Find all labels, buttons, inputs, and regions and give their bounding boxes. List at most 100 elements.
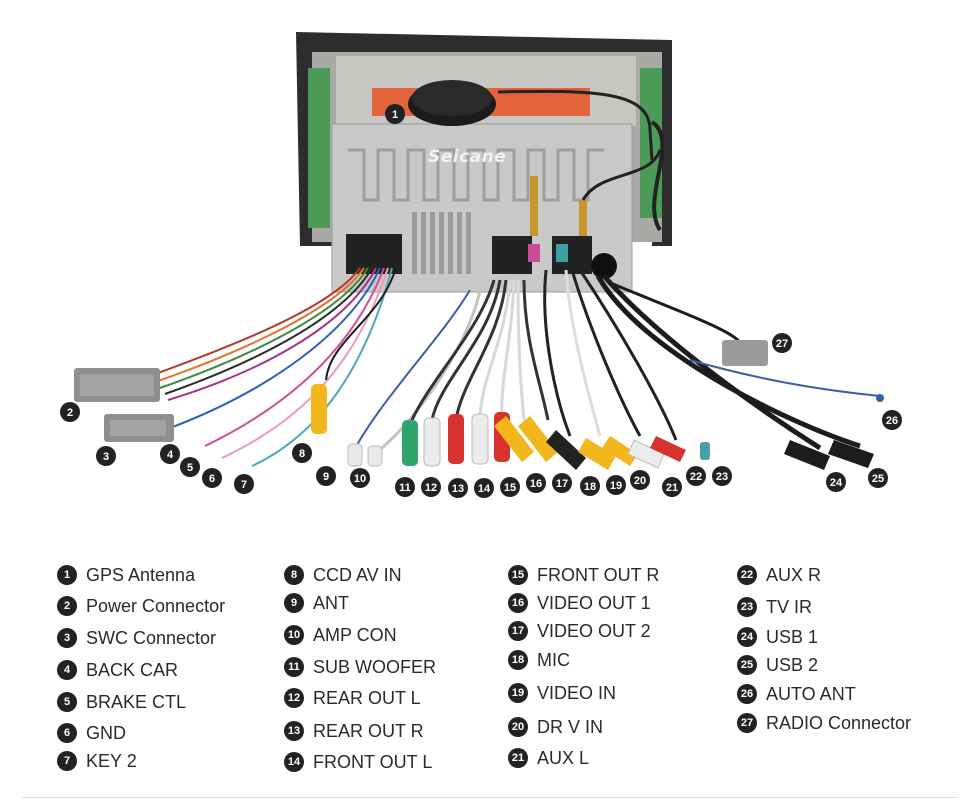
callout-13: 13: [448, 478, 468, 498]
radio-unit: Seicane: [296, 32, 672, 293]
callout-20: 20: [630, 470, 650, 490]
legend-label: VIDEO OUT 1: [537, 592, 651, 613]
radio-plug: [722, 340, 768, 366]
callout-15: 15: [500, 477, 520, 497]
svg-text:12: 12: [425, 482, 437, 494]
svg-text:11: 11: [399, 482, 411, 494]
callout-22: 22: [686, 466, 706, 486]
legend-number-badge: 3: [57, 628, 77, 648]
svg-text:15: 15: [504, 482, 516, 494]
callout-5: 5: [180, 457, 200, 477]
power-plug: [74, 368, 160, 402]
legend-label: VIDEO IN: [537, 682, 617, 703]
legend-number-badge: 2: [57, 596, 77, 616]
legend-number-badge: 27: [737, 713, 757, 733]
legend-number-badge: 12: [284, 688, 304, 708]
brand-watermark: Seicane: [428, 147, 506, 167]
legend-number-badge: 25: [737, 655, 757, 675]
svg-text:26: 26: [886, 415, 898, 427]
legend-label: FRONT OUT R: [537, 564, 660, 585]
legend-number-badge: 18: [508, 650, 528, 670]
legend-item: 13 REAR OUT R: [284, 719, 424, 743]
legend-number-badge: 13: [284, 721, 304, 741]
legend-label: REAR OUT L: [313, 687, 421, 708]
legend-number-badge: 22: [737, 565, 757, 585]
legend-label: RADIO Connector: [766, 712, 912, 733]
callout-6: 6: [202, 468, 222, 488]
svg-text:25: 25: [872, 473, 884, 485]
callout-3: 3: [96, 446, 116, 466]
legend-number-badge: 20: [508, 717, 528, 737]
legend-item: 19 VIDEO IN: [508, 681, 616, 705]
callout-27: 27: [772, 333, 792, 353]
svg-text:9: 9: [323, 471, 329, 483]
legend-number-badge: 19: [508, 683, 528, 703]
legend-item: 15 FRONT OUT R: [508, 563, 659, 587]
callout-11: 11: [395, 477, 415, 497]
callout-16: 16: [526, 473, 546, 493]
legend-label: USB 1: [766, 626, 819, 647]
legend-number-badge: 15: [508, 565, 528, 585]
legend-label: REAR OUT R: [313, 720, 424, 741]
svg-text:16: 16: [530, 478, 542, 490]
legend-label: SUB WOOFER: [313, 656, 437, 677]
legend-item: 25 USB 2: [737, 653, 818, 677]
callout-2: 2: [60, 402, 80, 422]
svg-text:5: 5: [187, 462, 193, 474]
svg-text:3: 3: [103, 451, 109, 463]
svg-text:21: 21: [666, 482, 678, 494]
svg-text:1: 1: [392, 109, 398, 121]
svg-text:27: 27: [776, 338, 788, 350]
legend-label: BRAKE CTL: [86, 691, 187, 712]
legend-label: FRONT OUT L: [313, 751, 433, 772]
legend-number-badge: 5: [57, 692, 77, 712]
legend-item: 5 BRAKE CTL: [57, 690, 186, 714]
legend-item: 27 RADIO Connector: [737, 711, 911, 735]
callout-10: 10: [350, 468, 370, 488]
legend-label: GPS Antenna: [86, 564, 196, 585]
legend-label: AUTO ANT: [766, 683, 856, 704]
svg-text:18: 18: [584, 481, 596, 493]
svg-text:14: 14: [478, 483, 491, 495]
svg-text:23: 23: [716, 471, 728, 483]
callout-25: 25: [868, 468, 888, 488]
legend-label: BACK CAR: [86, 659, 179, 680]
svg-text:19: 19: [610, 480, 622, 492]
legend-number-badge: 4: [57, 660, 77, 680]
callout-23: 23: [712, 466, 732, 486]
svg-text:22: 22: [690, 471, 702, 483]
wiring-diagram: Seicane: [60, 32, 902, 498]
svg-text:8: 8: [299, 448, 305, 460]
legend-label: ANT: [313, 592, 349, 613]
callout-14: 14: [474, 478, 494, 498]
callout-12: 12: [421, 477, 441, 497]
divider: [22, 797, 958, 798]
legend-number-badge: 21: [508, 748, 528, 768]
callout-21: 21: [662, 477, 682, 497]
legend-label: GND: [86, 722, 126, 743]
svg-text:17: 17: [556, 478, 568, 490]
legend-label: USB 2: [766, 654, 819, 675]
svg-text:20: 20: [634, 475, 646, 487]
legend-number-badge: 1: [57, 565, 77, 585]
callout-18: 18: [580, 476, 600, 496]
callout-9: 9: [316, 466, 336, 486]
callout-1: 1: [385, 104, 405, 124]
legend-item: 4 BACK CAR: [57, 658, 178, 682]
legend-label: AMP CON: [313, 624, 397, 645]
